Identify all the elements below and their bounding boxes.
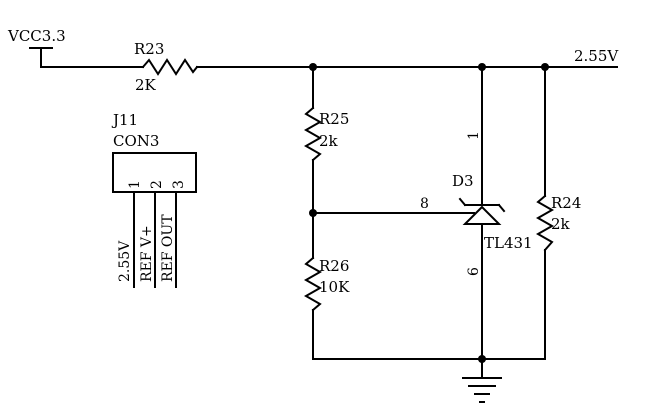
resistor-r24: R24 2k: [535, 66, 581, 360]
r23-ref-label: R23: [134, 40, 164, 58]
r23-value-label: 2K: [135, 76, 157, 94]
r25-value-label: 2k: [319, 132, 339, 150]
j11-part-label: CON3: [113, 132, 159, 150]
resistor-r23: R23 2K: [134, 40, 199, 94]
resistor-r26: R26 10K: [303, 212, 350, 360]
j11-pin-number: 1: [127, 180, 143, 189]
d3-ref-label: D3: [452, 172, 474, 190]
r24-ref-label: R24: [551, 194, 581, 212]
r25-ref-label: R25: [319, 110, 349, 128]
tl431-part-label: TL431: [484, 234, 533, 252]
j11-pin-number: 2: [149, 180, 165, 189]
vcc-supply-symbol: VCC3.3: [7, 27, 66, 68]
tl431-regulator: 1 6 D3 TL431: [452, 66, 533, 360]
resistor-r25: R25 2k: [303, 66, 349, 214]
j11-net-label: 2.55V: [117, 240, 133, 282]
j11-pin-number: 3: [171, 180, 187, 189]
j11-net-label: REF V+: [139, 225, 155, 282]
r26-value-label: 10K: [319, 278, 350, 296]
output-net-label: 2.55V: [574, 47, 619, 65]
tl431-anode-pin-number: 6: [466, 267, 482, 276]
tl431-ref-pin-number: 8: [420, 196, 429, 212]
ground-symbol: [462, 358, 502, 403]
r26-ref-label: R26: [319, 257, 349, 275]
r24-value-label: 2k: [551, 215, 571, 233]
vcc-label: VCC3.3: [7, 27, 66, 45]
connector-j11: J11 CON3 1 2 3 2.55V REF V+ REF OUT: [111, 111, 197, 288]
j11-net-label: REF OUT: [160, 214, 176, 282]
j11-ref-label: J11: [111, 111, 138, 129]
tl431-cathode-pin-number: 1: [466, 131, 482, 140]
